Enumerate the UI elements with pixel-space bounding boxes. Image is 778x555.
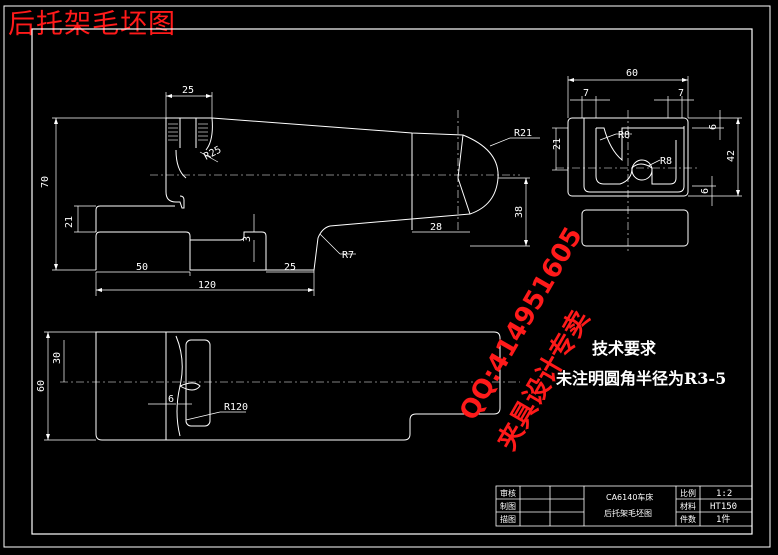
- dim-28: 28: [430, 222, 442, 233]
- tb-row-count-value: 1件: [716, 513, 730, 525]
- dim-r8-top: R8: [618, 130, 630, 141]
- dim-70: 70: [40, 176, 51, 188]
- tb-row-scale-label: 比例: [680, 488, 696, 498]
- dim-r25: R25: [202, 144, 223, 162]
- outer-border: [3, 5, 771, 548]
- tech-notes-heading: 技术要求: [592, 339, 657, 358]
- dim-7-left: 7: [583, 88, 589, 99]
- front-view-dimension-lines: [52, 92, 540, 296]
- tb-part-name: CA6140车床: [606, 492, 653, 502]
- dim-r21: R21: [514, 128, 532, 139]
- title-block: [495, 485, 753, 527]
- inner-border: [31, 28, 753, 535]
- dim-6-top-view: 6: [168, 394, 174, 405]
- dim-r8-bottom: R8: [660, 156, 672, 167]
- tb-row-material-value: HT150: [710, 502, 737, 512]
- tb-row-count-label: 件数: [680, 514, 696, 524]
- top-view-dimension-lines: [44, 331, 246, 441]
- drawing-title: 后托架毛坯图: [8, 9, 176, 40]
- top-view: [95, 331, 501, 441]
- dim-r120: R120: [224, 402, 248, 413]
- tb-row-material-label: 材料: [680, 501, 696, 511]
- dim-30: 30: [52, 352, 63, 364]
- dim-3: 3: [242, 236, 253, 242]
- front-view: [95, 117, 499, 271]
- dim-21-side: 21: [552, 138, 563, 150]
- tb-label-trace: 描图: [500, 514, 516, 524]
- front-view-hatch: [168, 123, 208, 141]
- tb-label-draw: 制图: [500, 501, 516, 511]
- side-view-dimension-lines: [552, 76, 742, 206]
- dim-r7: R7: [342, 250, 354, 261]
- dim-6-bottom: 6: [700, 188, 711, 194]
- side-view-dimension-texts: 60 7 7 21 R8 R8 6 42 6: [552, 68, 737, 194]
- tb-row-scale-value: 1:2: [716, 489, 732, 499]
- front-view-centerlines: [150, 110, 520, 230]
- dim-38: 38: [514, 206, 525, 218]
- dim-7-right: 7: [678, 88, 684, 99]
- dim-42: 42: [726, 150, 737, 162]
- dim-60-top: 60: [36, 380, 47, 392]
- tb-label-review: 审核: [500, 488, 516, 498]
- dim-21-left: 21: [64, 216, 75, 228]
- dim-25-bottom: 25: [284, 262, 296, 273]
- dim-6-top: 6: [708, 124, 719, 130]
- dim-60-side: 60: [626, 68, 638, 79]
- tech-notes-line: 未注明圆角半径为R3-5: [555, 369, 726, 388]
- dim-25-top: 25: [182, 85, 194, 96]
- dim-50: 50: [136, 262, 148, 273]
- arrowheads: [46, 78, 740, 440]
- tb-drawing-name: 后托架毛坯图: [604, 508, 652, 518]
- top-view-dimension-texts: 30 60 6 R120: [36, 352, 248, 413]
- dim-120: 120: [198, 280, 216, 291]
